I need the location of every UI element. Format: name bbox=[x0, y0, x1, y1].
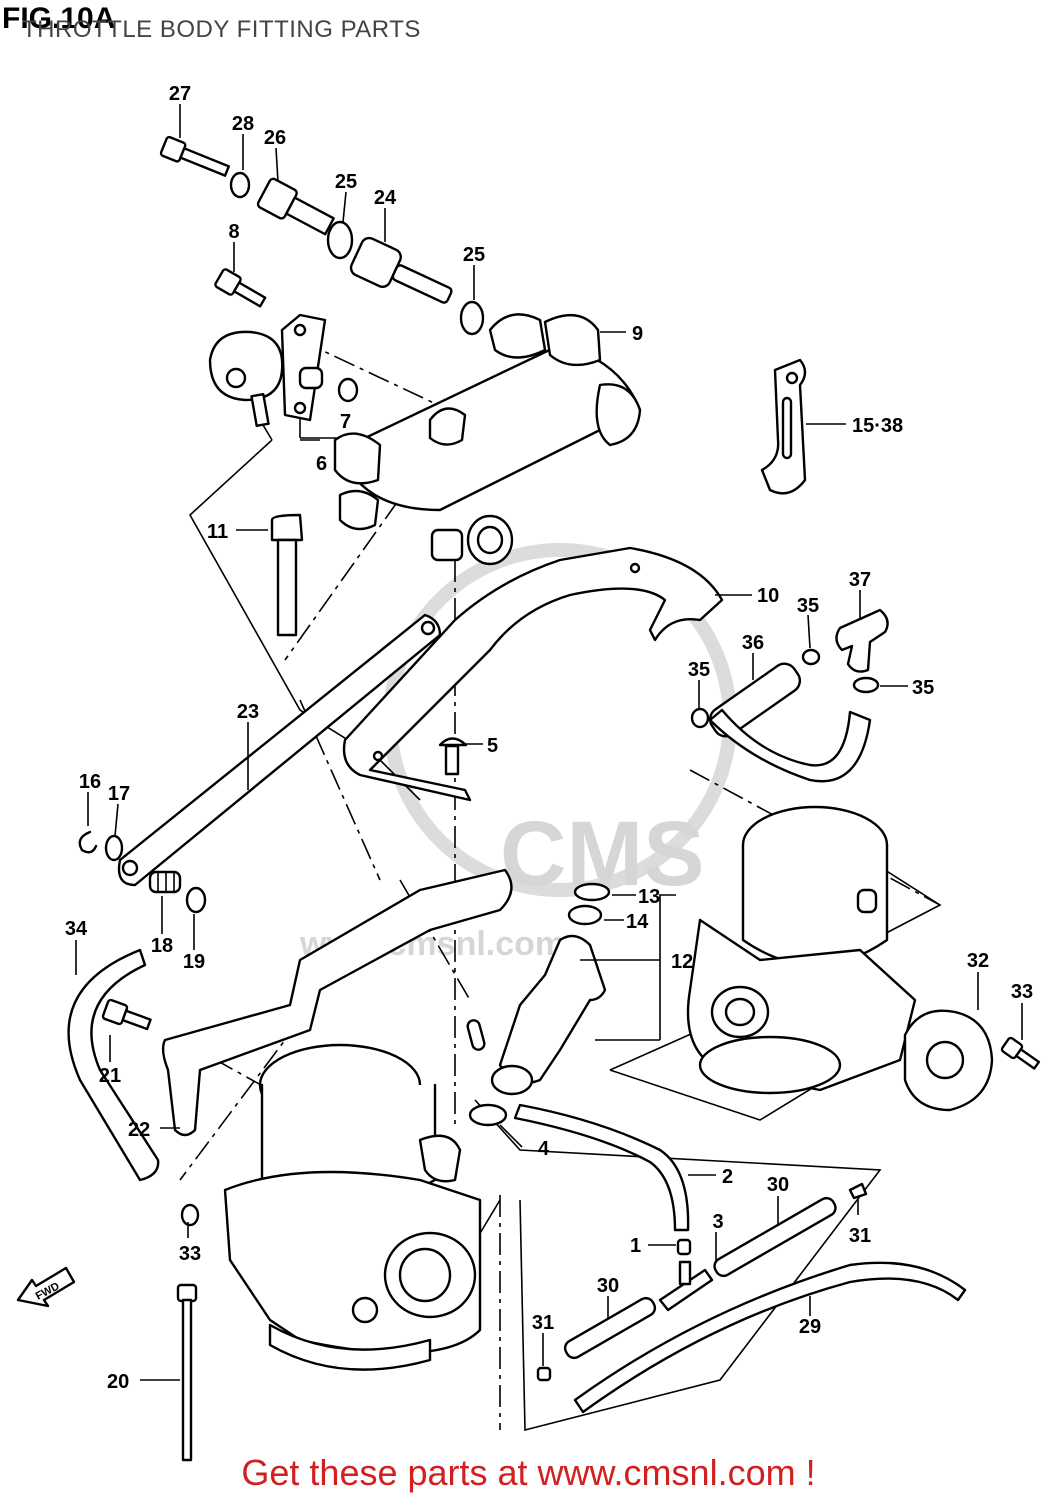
callout-34: 34 bbox=[65, 918, 88, 940]
link-rod-23 bbox=[117, 613, 442, 887]
callout-33b: 33 bbox=[1011, 981, 1033, 1003]
callout-10: 10 bbox=[757, 585, 779, 607]
callout-26: 26 bbox=[264, 127, 286, 149]
bracket-22 bbox=[161, 868, 513, 1137]
bolt-27 bbox=[159, 135, 230, 177]
callout-4: 4 bbox=[538, 1138, 550, 1160]
cap-31b bbox=[848, 1182, 868, 1200]
hose-36 bbox=[708, 662, 802, 738]
callout-28: 28 bbox=[232, 113, 254, 135]
hose-30a bbox=[713, 1196, 837, 1278]
clamp-15-38 bbox=[760, 358, 807, 495]
callout-18: 18 bbox=[151, 935, 173, 957]
figure-title: THROTTLE BODY FITTING PARTS bbox=[22, 16, 421, 43]
cap-1 bbox=[676, 1238, 692, 1256]
tee-37 bbox=[835, 608, 889, 673]
hose-34 bbox=[67, 948, 160, 1182]
callout-22: 22 bbox=[128, 1119, 150, 1141]
bracket-10 bbox=[342, 546, 724, 802]
callout-lines bbox=[75, 104, 1023, 1381]
callout-14: 14 bbox=[626, 911, 649, 933]
footer-link-text[interactable]: Get these parts at www.cmsnl.com ! bbox=[241, 1452, 816, 1493]
clip-35b bbox=[852, 676, 880, 694]
bolt-21 bbox=[101, 998, 152, 1031]
callout-33a: 33 bbox=[179, 1243, 201, 1265]
callout-9: 9 bbox=[632, 323, 643, 345]
washer-25b bbox=[459, 300, 485, 336]
callout-8: 8 bbox=[228, 221, 239, 243]
callout-30a: 30 bbox=[767, 1174, 789, 1196]
callout-17: 17 bbox=[108, 783, 130, 805]
callout-35b: 35 bbox=[688, 659, 710, 681]
parts: FWD bbox=[16, 135, 1041, 1462]
callout-12: 12 bbox=[671, 951, 693, 973]
o-ring-4 bbox=[468, 1103, 508, 1127]
fuel-rail-9 bbox=[333, 313, 642, 566]
throttle-body-rear bbox=[686, 805, 917, 1095]
callout-19: 19 bbox=[183, 951, 205, 973]
callout-6: 6 bbox=[316, 453, 327, 475]
clip-33a bbox=[180, 1203, 200, 1227]
callout-11: 11 bbox=[207, 521, 228, 543]
callout-27: 27 bbox=[169, 83, 191, 105]
callout-36: 36 bbox=[742, 632, 764, 654]
callout-20: 20 bbox=[107, 1371, 129, 1393]
fitting-24 bbox=[349, 236, 453, 304]
cushion-14 bbox=[567, 904, 603, 926]
callout-37: 37 bbox=[849, 569, 871, 591]
sensor-32 bbox=[903, 1009, 994, 1112]
screw-5 bbox=[438, 737, 468, 776]
callout-25a: 25 bbox=[335, 171, 357, 193]
clip-35c bbox=[690, 707, 710, 729]
o-ring-13 bbox=[573, 882, 611, 902]
screw-8 bbox=[214, 268, 267, 308]
callout-35c: 35 bbox=[912, 677, 934, 699]
callout-16: 16 bbox=[79, 771, 101, 793]
pressure-regulator bbox=[208, 313, 327, 428]
callout-5: 5 bbox=[487, 735, 498, 757]
callout-24: 24 bbox=[374, 187, 397, 209]
hose-36-bend bbox=[708, 708, 872, 783]
figure-number: FIG.10A bbox=[2, 2, 116, 35]
union-bolt-26 bbox=[256, 177, 335, 236]
callout-15-38: 15·38 bbox=[852, 415, 903, 437]
callout-31a: 31 bbox=[532, 1312, 554, 1334]
callout-13: 13 bbox=[638, 886, 660, 908]
washer-17 bbox=[104, 834, 124, 862]
bolt-11 bbox=[270, 513, 304, 637]
washer-25a bbox=[326, 220, 354, 260]
o-ring-7 bbox=[337, 377, 359, 403]
callout-23: 23 bbox=[237, 701, 259, 723]
callout-29: 29 bbox=[799, 1316, 821, 1338]
clip-16 bbox=[78, 830, 98, 854]
callouts: 27 28 26 25 24 8 25 9 7 6 15·38 11 10 37… bbox=[65, 83, 1033, 1393]
callout-1: 1 bbox=[630, 1235, 641, 1257]
spring-18 bbox=[148, 870, 182, 894]
callout-32: 32 bbox=[967, 950, 989, 972]
callout-35a: 35 bbox=[797, 595, 819, 617]
washer-28 bbox=[229, 171, 251, 199]
joint-3 bbox=[658, 1260, 714, 1312]
clip-35a bbox=[801, 648, 821, 666]
callout-25b: 25 bbox=[463, 244, 485, 266]
hose-2 bbox=[513, 1103, 690, 1232]
cap-31a bbox=[536, 1366, 552, 1382]
injector-12 bbox=[466, 882, 611, 1096]
fwd-arrow: FWD bbox=[16, 1266, 76, 1308]
cable-tie-20 bbox=[176, 1283, 198, 1462]
throttle-body-front bbox=[223, 1043, 482, 1371]
hose-30b bbox=[563, 1296, 657, 1360]
hose-29 bbox=[573, 1261, 967, 1414]
callout-31b: 31 bbox=[849, 1225, 871, 1247]
washer-19 bbox=[185, 886, 207, 914]
callout-30b: 30 bbox=[597, 1275, 619, 1297]
callout-3: 3 bbox=[712, 1211, 723, 1233]
callout-2: 2 bbox=[722, 1166, 733, 1188]
screw-33b bbox=[1000, 1036, 1041, 1070]
callout-7: 7 bbox=[340, 411, 351, 433]
callout-21: 21 bbox=[99, 1065, 121, 1087]
